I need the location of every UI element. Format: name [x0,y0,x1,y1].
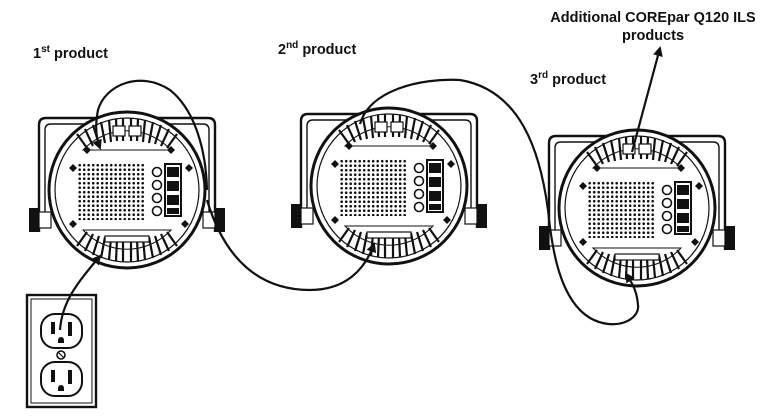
arrow-to-additional-products [630,46,663,153]
fixture-3-icon [537,128,737,288]
label-additional-line1: Additional COREpar Q120 ILS [550,10,756,26]
label-additional-products: Additional COREpar Q120 ILS products [533,9,773,45]
power-cable-outlet [58,254,102,331]
power-cable-loop-1 [92,79,209,191]
fixture-2-icon [289,106,489,266]
fixture-1-icon [27,110,227,270]
label-second-product: 2nd product [278,40,357,58]
label-additional-line2: products [621,28,685,44]
power-cable-loop-2 [358,78,461,125]
wall-outlet-icon [25,293,98,409]
power-cable-1-to-2 [205,199,377,292]
label-third-product: 3rd product [530,70,607,88]
label-first-product: 1st product [33,44,108,62]
power-cable-2-to-3 [459,78,640,326]
